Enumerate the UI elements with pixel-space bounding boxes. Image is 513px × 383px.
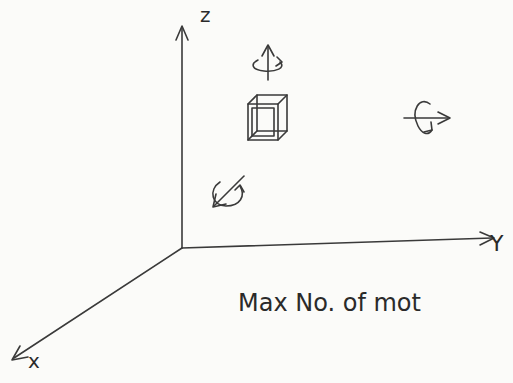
x-rotation-arrow (213, 176, 244, 207)
z-rotation-arrow (253, 45, 282, 80)
x-axis-label: x (28, 350, 40, 372)
y-axis (182, 238, 492, 248)
x-axis (14, 248, 182, 358)
z-axis-label: z (200, 4, 211, 26)
y-axis-label: Y (490, 232, 503, 256)
z-arrowhead (176, 26, 188, 40)
y-rotation-arrow (404, 102, 450, 134)
z-axis (181, 28, 183, 248)
cube (248, 95, 287, 140)
note-text: Max No. of mot (238, 290, 421, 316)
x-arrowhead (12, 346, 28, 360)
